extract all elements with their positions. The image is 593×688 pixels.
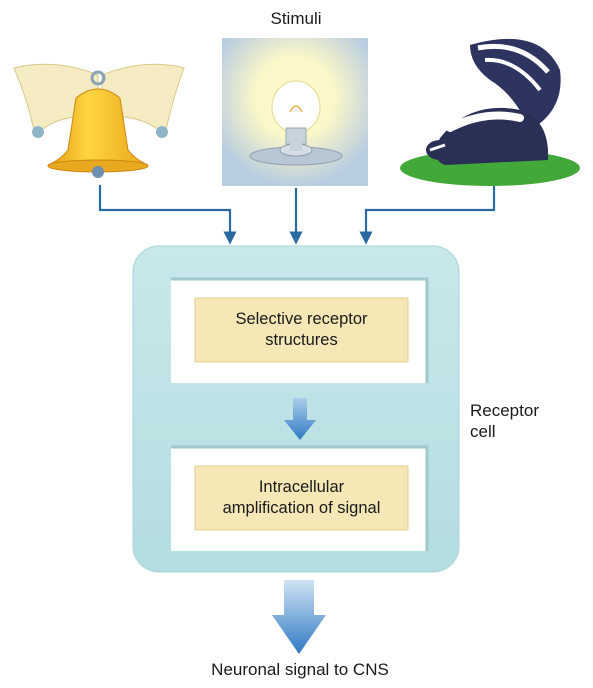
stimulus-arrows [98, 185, 496, 245]
receptor-structures-box [194, 297, 409, 363]
amplification-arrow [284, 398, 316, 440]
output-label: Neuronal signal to CNS [211, 660, 389, 679]
receptor-cell-label: Receptor cell [470, 400, 580, 442]
bell-arrow [98, 185, 237, 245]
skunk-icon [400, 38, 580, 186]
receptor-cell-label-line1: Receptor [470, 401, 539, 420]
bell-icon [13, 63, 185, 178]
stimuli-title: Stimuli [270, 9, 322, 28]
amplification-line1: Intracellular [258, 478, 345, 496]
amplification-line2: amplification of signal [222, 499, 381, 517]
receptor-cell-label-line2: cell [470, 422, 496, 441]
output-arrow [272, 580, 326, 654]
amplification-box [194, 465, 409, 531]
receptor-structures-line1: Selective receptor [235, 310, 368, 328]
amplification-label: Intracellular amplification of signal [195, 477, 408, 519]
receptor-structures-label: Selective receptor structures [195, 309, 408, 351]
lightbulb-icon [222, 38, 368, 186]
receptor-structures-line2: structures [265, 331, 338, 349]
skunk-arrow [359, 186, 496, 245]
